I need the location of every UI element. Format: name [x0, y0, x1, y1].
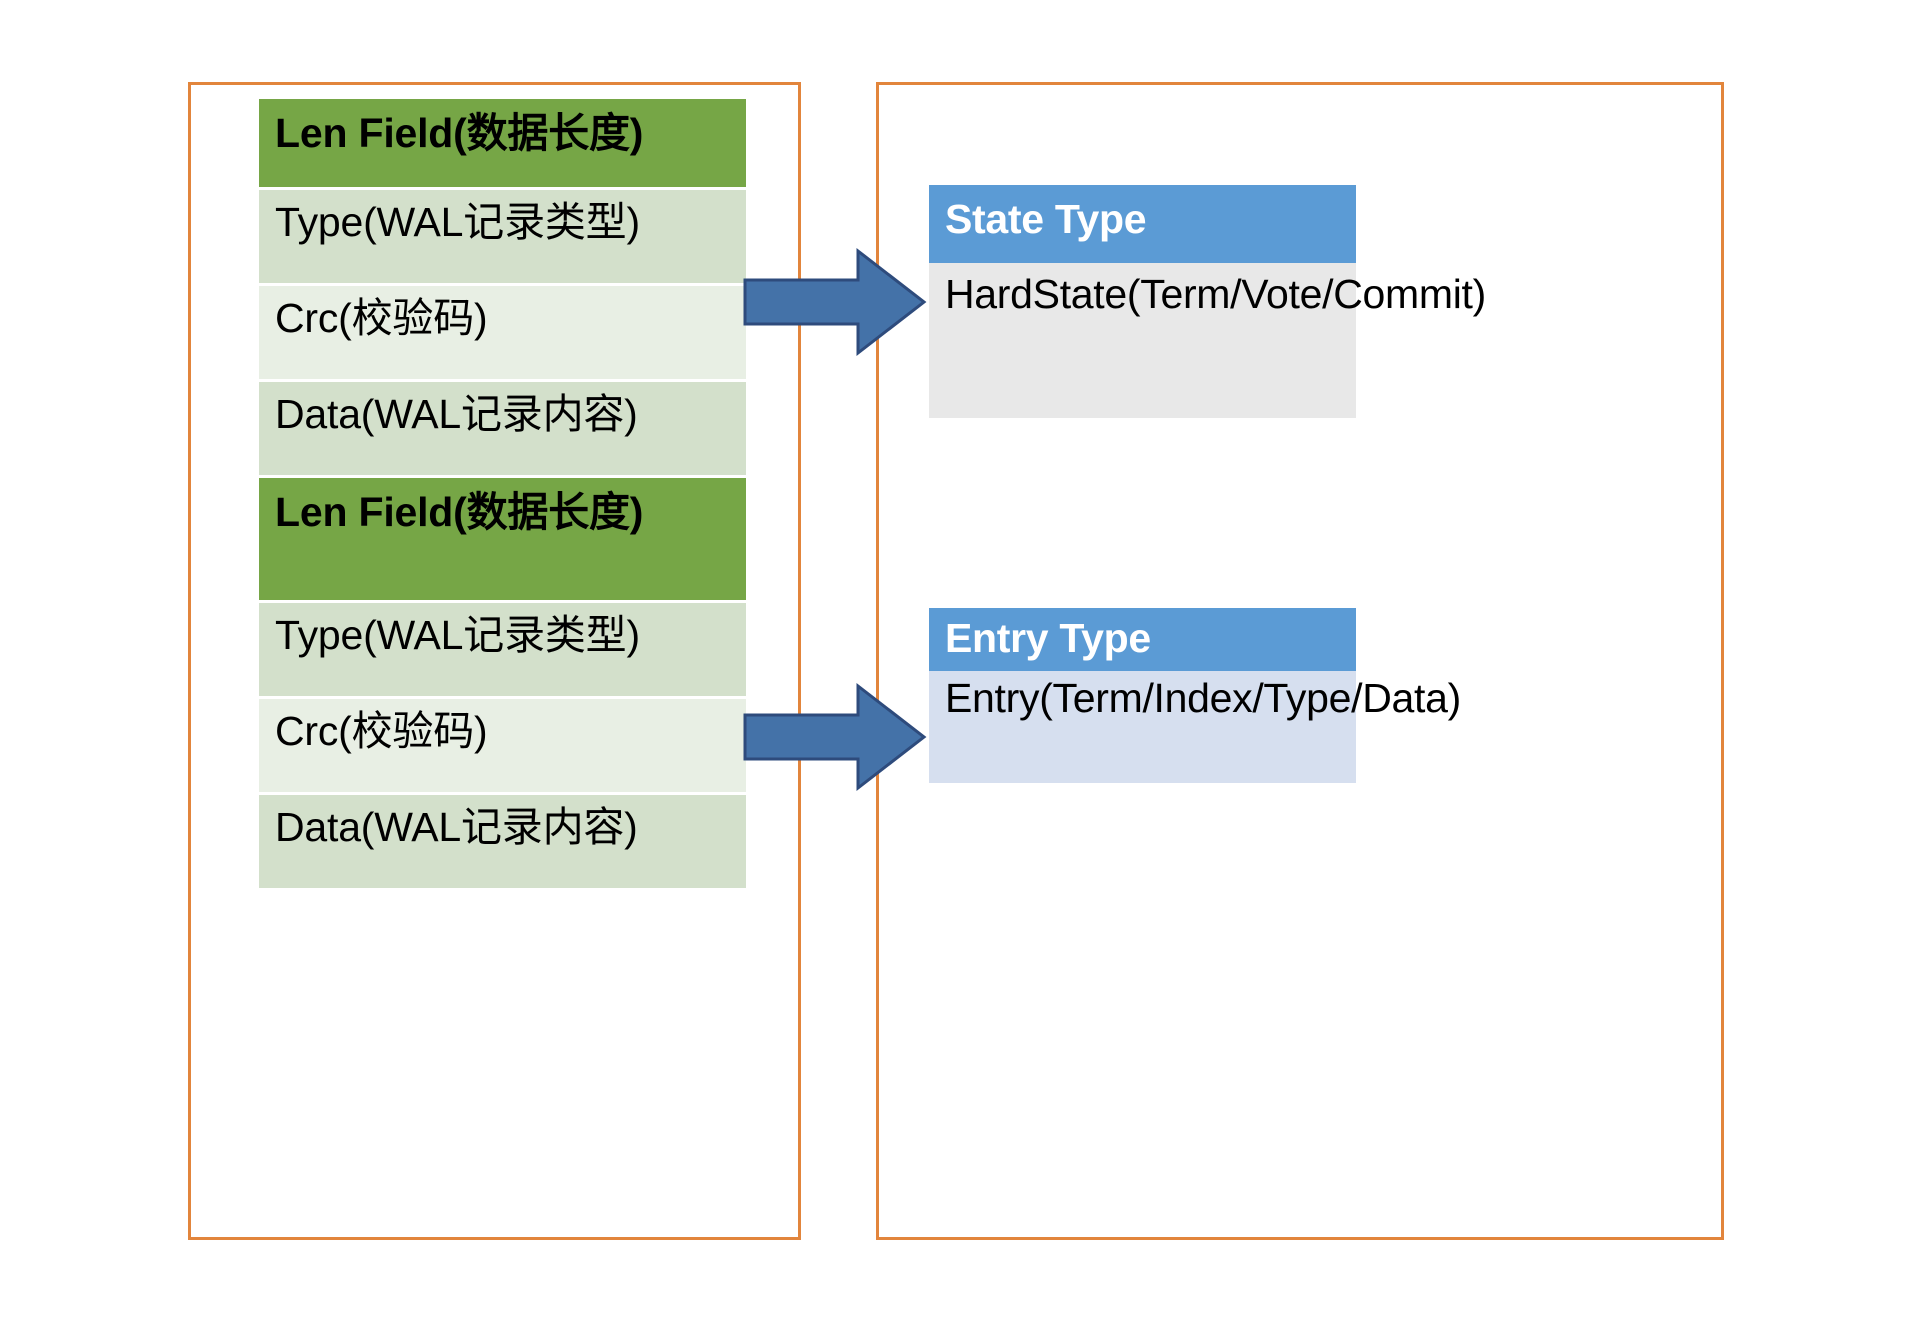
entry-type-card: Entry Type Entry(Term/Index/Type/Data) — [929, 608, 1461, 783]
wal-row-label: Crc(校验码) — [275, 708, 488, 754]
state-type-card: State Type HardState(Term/Vote/Commit) — [929, 185, 1486, 418]
wal-row-label: Data(WAL记录内容) — [275, 391, 638, 437]
wal-row-label: Data(WAL记录内容) — [275, 804, 638, 850]
state-type-card-body: HardState(Term/Vote/Commit) — [929, 263, 1486, 418]
wal-row-type-1: Type(WAL记录类型) — [259, 190, 746, 283]
entry-type-card-header: Entry Type — [929, 608, 1356, 671]
wal-row-len-field-2: Len Field(数据长度) — [259, 478, 746, 600]
wal-row-label: Crc(校验码) — [275, 295, 488, 341]
wal-row-type-2: Type(WAL记录类型) — [259, 603, 746, 696]
wal-row-crc-2: Crc(校验码) — [259, 699, 746, 792]
state-type-card-header: State Type — [929, 185, 1356, 263]
arrow-to-entry-type-icon — [743, 682, 927, 792]
wal-row-label: Len Field(数据长度) — [275, 110, 644, 156]
entry-type-card-body: Entry(Term/Index/Type/Data) — [929, 671, 1461, 783]
wal-row-label: Len Field(数据长度) — [275, 489, 644, 535]
arrow-to-state-type-icon — [743, 247, 927, 357]
wal-record-panel-frame — [188, 82, 801, 1240]
payload-type-panel-frame — [876, 82, 1724, 1240]
wal-row-len-field-1: Len Field(数据长度) — [259, 99, 746, 187]
wal-row-data-1: Data(WAL记录内容) — [259, 382, 746, 475]
wal-row-label: Type(WAL记录类型) — [275, 612, 640, 658]
wal-row-data-2: Data(WAL记录内容) — [259, 795, 746, 888]
wal-row-crc-1: Crc(校验码) — [259, 286, 746, 379]
wal-record-list: Len Field(数据长度) Type(WAL记录类型) Crc(校验码) D… — [259, 99, 746, 891]
wal-row-label: Type(WAL记录类型) — [275, 199, 640, 245]
